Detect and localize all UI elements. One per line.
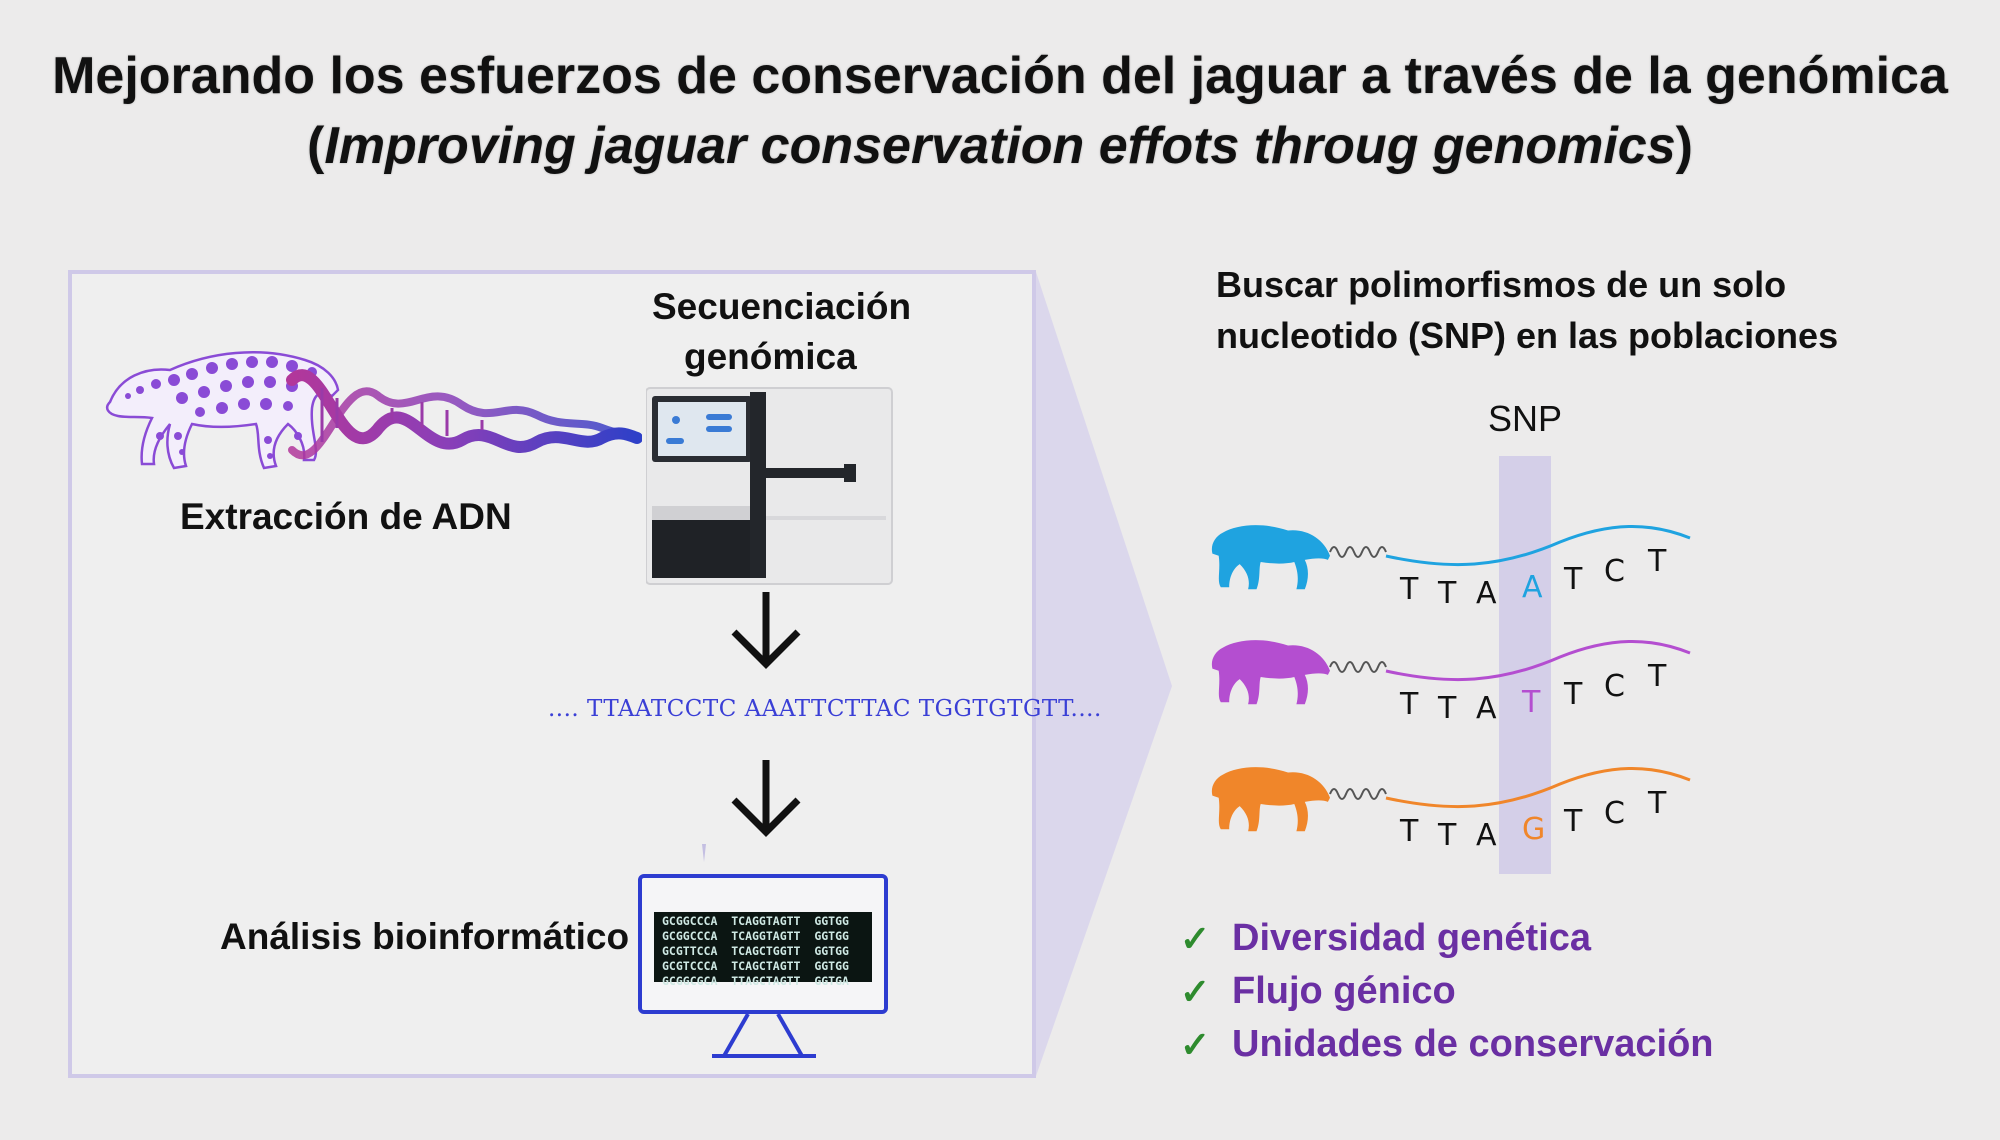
jaguar-spotted-icon <box>106 351 340 470</box>
snp-base: A <box>1522 570 1543 605</box>
snp-label: SNP <box>1488 398 1563 439</box>
nucleotide-base: T <box>1438 576 1457 611</box>
jaguar-silhouette-icon <box>1211 767 1330 832</box>
screen-sequence-line: GCGTCCCA TCAGCTAGTT GGTGG <box>662 959 849 973</box>
sequencing-label-line1: Secuenciación <box>652 286 912 327</box>
nucleotide-base: C <box>1604 554 1625 589</box>
population-row <box>1211 640 1691 705</box>
sequencer-machine-icon <box>646 387 893 585</box>
outcome-item: ✓ Unidades de conservación <box>1180 1018 1714 1071</box>
dna-helix-icon <box>286 369 642 460</box>
outcome-item: ✓ Flujo génico <box>1180 965 1714 1018</box>
arrow-down-icon <box>731 592 801 669</box>
screen-sequence-line: GCGGCCCA TCAGGTAGTT GGTGG <box>662 914 849 928</box>
subtitle-english: Improving jaguar conservation effots thr… <box>324 117 1676 175</box>
bioinformatics-label: Análisis bioinformático <box>220 916 630 957</box>
sequencing-label-line2: genómica <box>684 336 857 377</box>
nucleotide-base: T <box>1438 691 1457 726</box>
nucleotide-base: T <box>1648 544 1667 579</box>
checkmark-icon: ✓ <box>1180 917 1211 959</box>
snp-base: G <box>1522 812 1546 847</box>
screen-sequence-line: GCGTTCCA TCAGCTGGTT GGTGG <box>662 944 849 958</box>
outcome-label: Diversidad genética <box>1232 917 1592 959</box>
screen-sequence-line: GCGGCGCA TTAGCTAGTT GGTGA <box>662 974 849 988</box>
jaguar-silhouette-icon <box>1211 640 1330 705</box>
subtitle-open-paren: ( <box>307 117 325 175</box>
dna-twist-icon <box>1329 546 1387 558</box>
nucleotide-base: T <box>1648 786 1667 821</box>
snp-heading-line2: nucleotido (SNP) en las poblaciones <box>1216 315 1839 356</box>
nucleotide-base: T <box>1564 562 1583 597</box>
snp-base: T <box>1522 685 1541 720</box>
outcome-label: Unidades de conservación <box>1232 1023 1714 1065</box>
nucleotide-base: T <box>1438 818 1457 853</box>
nucleotide-base: T <box>1400 687 1419 722</box>
outcome-label: Flujo génico <box>1232 970 1456 1012</box>
nucleotide-base: T <box>1564 677 1583 712</box>
nucleotide-base: A <box>1476 576 1497 611</box>
checkmark-icon: ✓ <box>1180 1023 1211 1065</box>
dna-extraction-label: Extracción de ADN <box>180 496 512 537</box>
nucleotide-base: A <box>1476 818 1497 853</box>
nucleotide-base: T <box>1564 804 1583 839</box>
screen-sequence-line: GCGGCCCA TCAGGTAGTT GGTGG <box>662 929 849 943</box>
checkmark-icon: ✓ <box>1180 970 1211 1012</box>
population-row <box>1211 525 1691 590</box>
outcome-item: ✓ Diversidad genética <box>1180 912 1714 965</box>
nucleotide-base: T <box>1400 814 1419 849</box>
arrow-down-icon <box>731 760 801 837</box>
subtitle-close-paren: ) <box>1675 117 1693 175</box>
dna-twist-icon <box>1329 661 1387 673</box>
computer-monitor-icon <box>638 844 888 1058</box>
page-title: Mejorando los esfuerzos de conservación … <box>52 47 1948 105</box>
page-subtitle: (Improving jaguar conservation effots th… <box>0 120 2000 172</box>
jaguar-silhouette-icon <box>1211 525 1330 590</box>
dna-strand <box>1385 767 1691 809</box>
nucleotide-base: A <box>1476 691 1497 726</box>
nucleotide-base: C <box>1604 796 1625 831</box>
population-row <box>1211 767 1691 832</box>
nucleotide-base: T <box>1648 659 1667 694</box>
nucleotide-base: C <box>1604 669 1625 704</box>
dna-strand <box>1385 640 1691 682</box>
nucleotide-base: T <box>1400 572 1419 607</box>
panel-arrow-shape <box>1036 272 1172 1076</box>
sequence-read-text: .... TTAATCCTC AAATTCTTAC TGGTGTGTT.... <box>548 696 1102 722</box>
snp-heading-line1: Buscar polimorfismos de un solo <box>1216 264 1787 305</box>
outcomes-list: ✓ Diversidad genética ✓ Flujo génico ✓ U… <box>1180 912 1714 1071</box>
monitor-screen: GCGGCCCA TCAGGTAGTT GGTGG GCGGCCCA TCAGG… <box>662 914 876 989</box>
dna-strand <box>1385 525 1691 567</box>
dna-twist-icon <box>1329 788 1387 800</box>
